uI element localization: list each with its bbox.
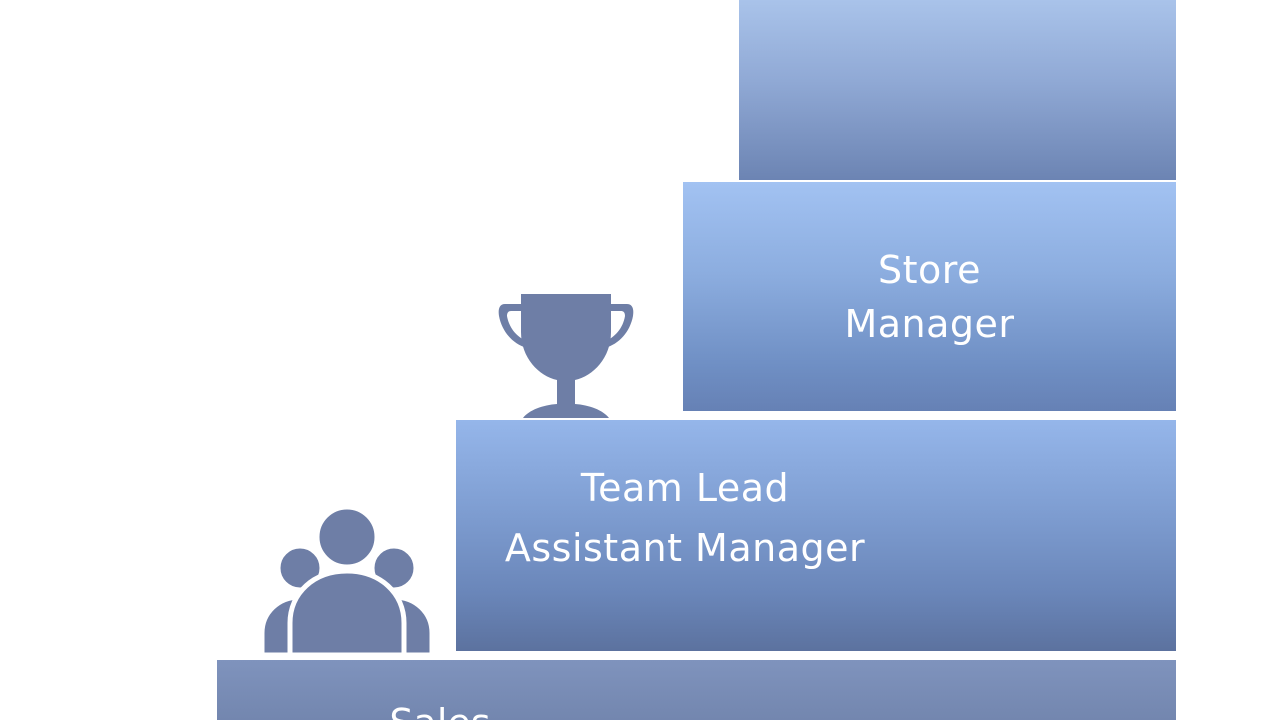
team-lead-line1: Team Lead	[580, 466, 790, 510]
trophy-icon	[498, 294, 634, 418]
store-manager-label: Store Manager	[844, 243, 1014, 351]
team-lead-label: Team Lead Assistant Manager	[456, 458, 914, 578]
store-manager-line1: Store	[878, 247, 981, 292]
sales-step	[217, 660, 1176, 720]
team-lead-line2: Assistant Manager	[504, 526, 866, 570]
people-group-icon	[259, 505, 435, 657]
team-lead-step	[456, 420, 1176, 651]
sales-label: Sales	[340, 696, 540, 720]
store-manager-step: Store Manager	[683, 182, 1176, 411]
store-manager-line2: Manager	[844, 301, 1015, 346]
top-step	[739, 0, 1176, 180]
